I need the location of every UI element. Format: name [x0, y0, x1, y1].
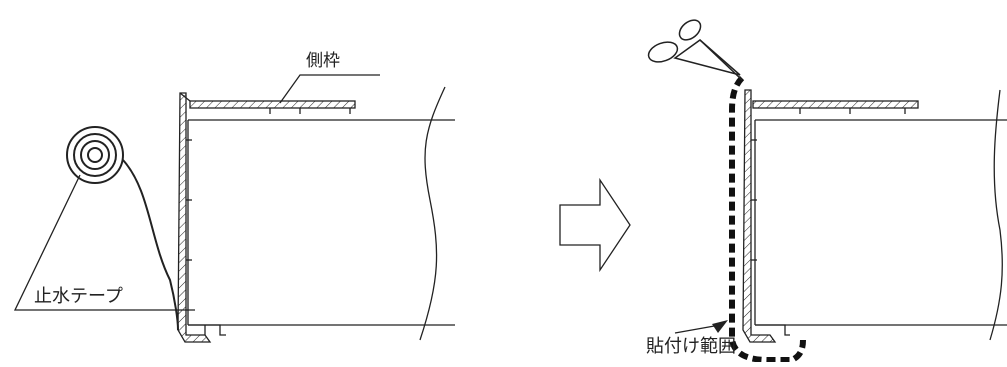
- tape-leader: [13, 174, 195, 311]
- tape-roll-icon: [66, 126, 179, 331]
- left-side-frame: [177, 92, 226, 343]
- apply-range-label: 貼付け範囲: [646, 336, 736, 357]
- left-box-body: [187, 86, 455, 341]
- right-box-body: [754, 89, 1007, 341]
- tape-apply-range: [729, 75, 806, 363]
- right-side-frame: [742, 89, 790, 343]
- right-arrow-icon: [559, 177, 631, 273]
- side-frame-leader: [279, 74, 380, 104]
- right-top-frame: [752, 100, 919, 114]
- left-top-frame: [189, 100, 356, 114]
- left-panel: [13, 74, 455, 343]
- range-leader-arrowhead: [712, 320, 728, 333]
- range-leader: [674, 324, 721, 334]
- scissors-icon: [647, 19, 743, 81]
- right-panel: [674, 75, 1007, 363]
- side-frame-label: 側枠: [306, 51, 340, 71]
- waterproof-tape-label: 止水テープ: [34, 286, 123, 307]
